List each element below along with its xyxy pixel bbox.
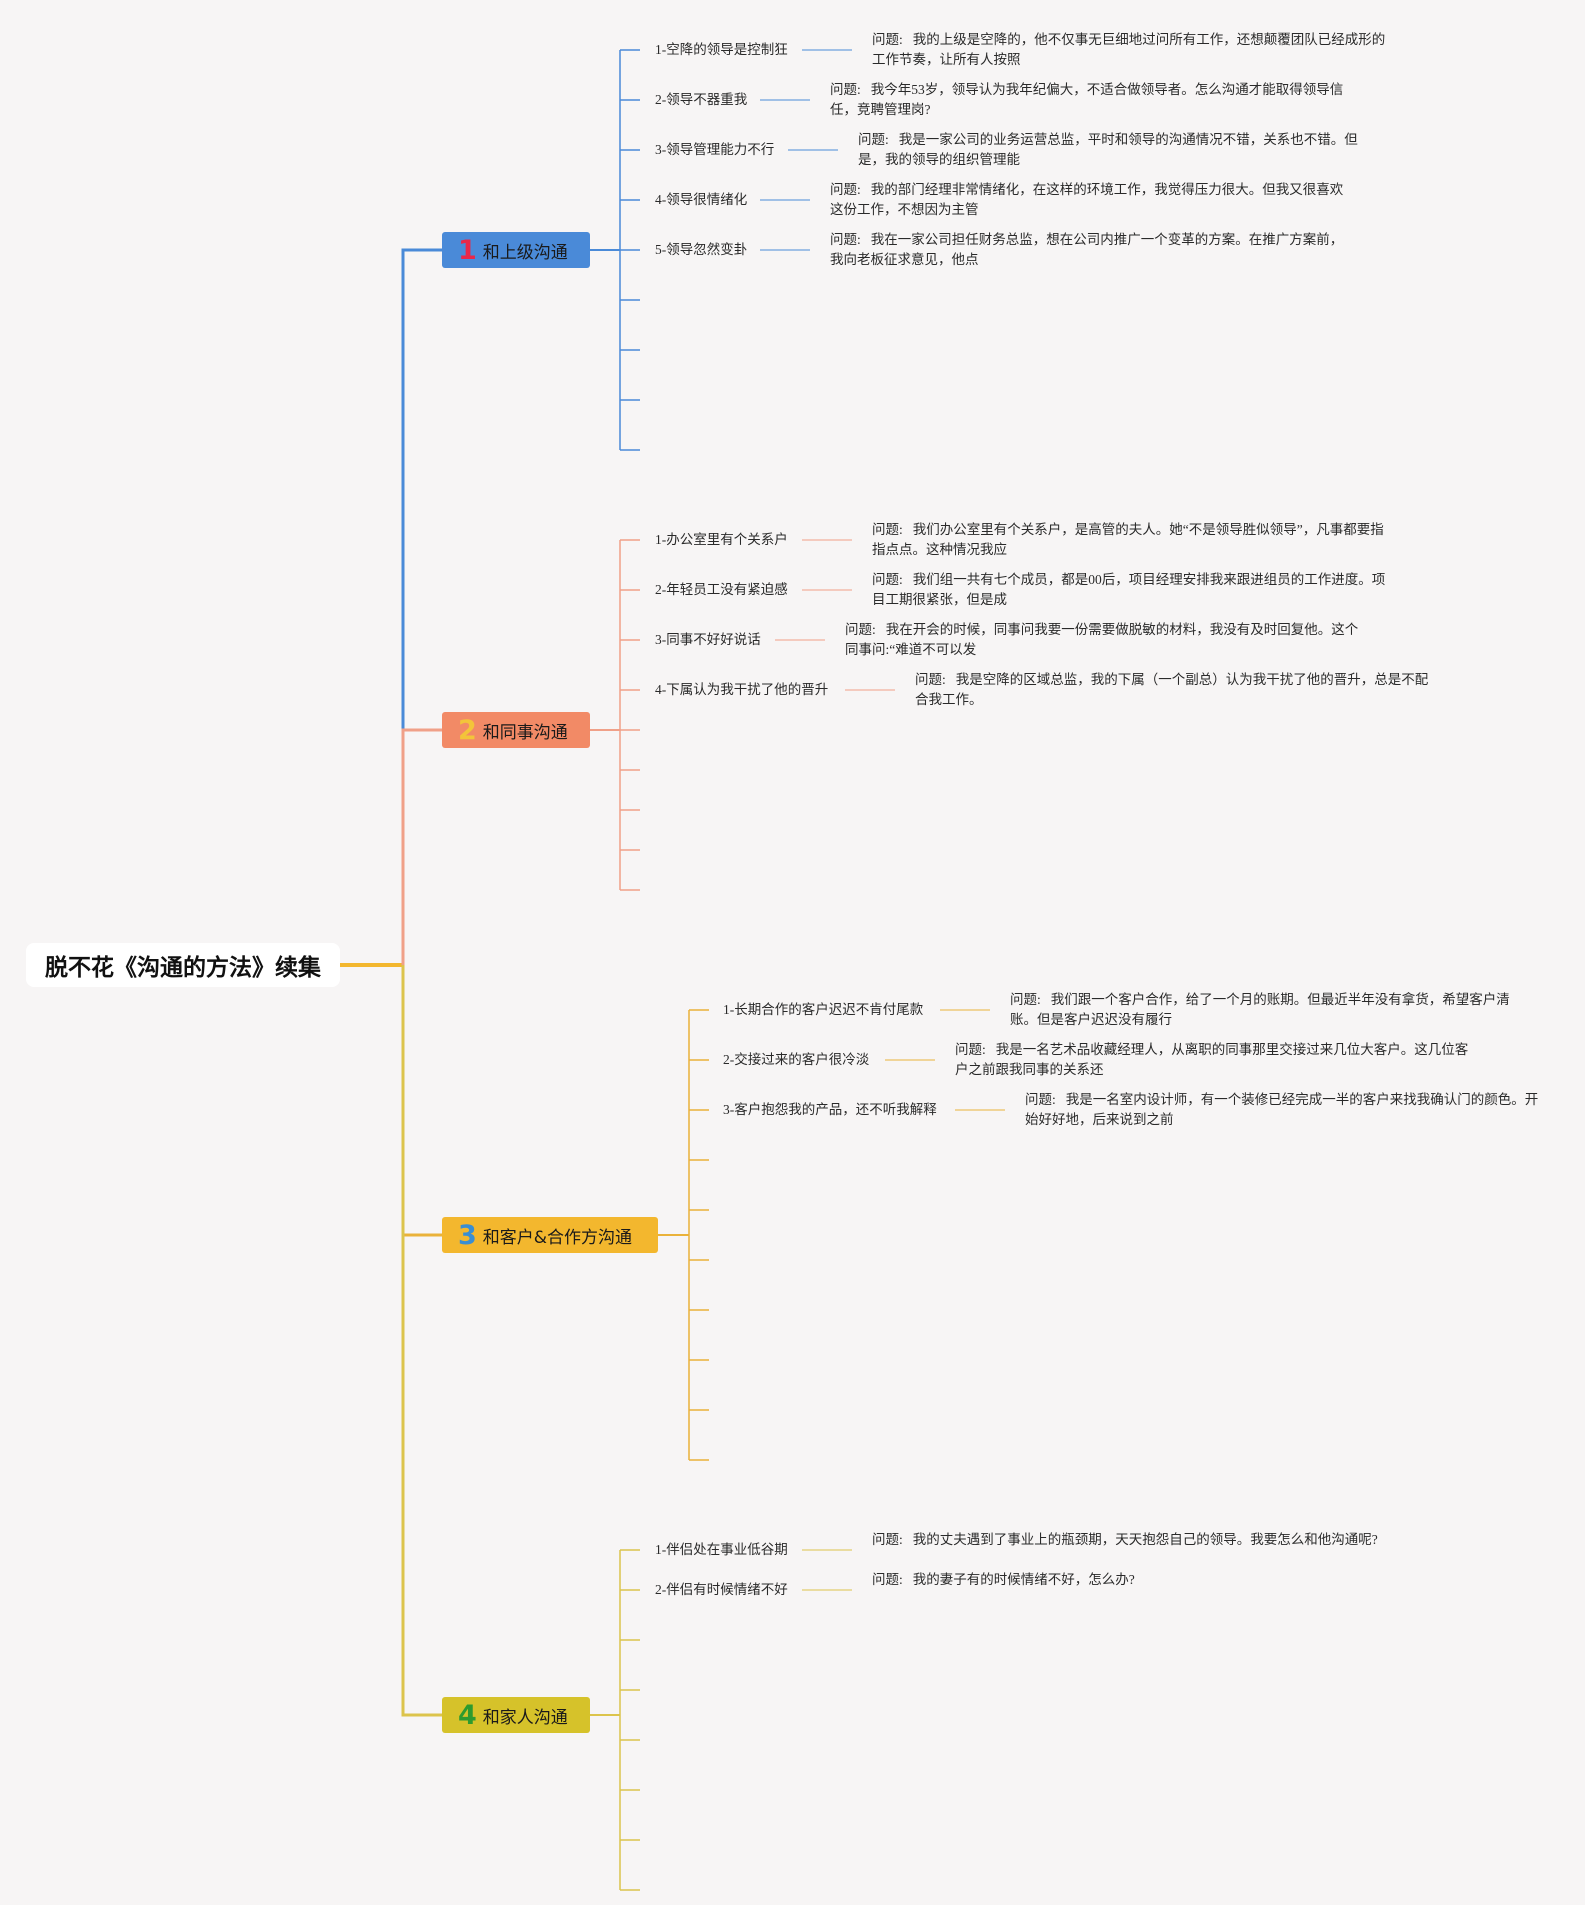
topic-description[interactable]: 问题:我是空降的区域总监，我的下属（一个副总）认为我干扰了他的晋升，总是不配合我… (915, 670, 1435, 710)
topic-description[interactable]: 问题:我们组一共有七个成员，都是00后，项目经理安排我来跟进组员的工作进度。项目… (872, 570, 1392, 610)
topic-description[interactable]: 问题: 我的妻子有的时候情绪不好，怎么办? (872, 1570, 1392, 1590)
description-text: 我的丈夫遇到了事业上的瓶颈期，天天抱怨自己的领导。我要怎么和他沟通呢? (912, 1532, 1378, 1547)
branch-number: 2 (458, 714, 477, 746)
description-label: 问题: (872, 1532, 903, 1547)
topic-item[interactable]: 2-伴侣有时候情绪不好 (655, 1582, 788, 1597)
topic-description[interactable]: 问题: 我的丈夫遇到了事业上的瓶颈期，天天抱怨自己的领导。我要怎么和他沟通呢? (872, 1530, 1392, 1550)
root-title: 脱不花《沟通的方法》续集 (45, 955, 321, 981)
description-text: 我的上级是空降的，他不仅事无巨细地过问所有工作，还想颠覆团队已经成形的工作节奏，… (872, 32, 1386, 67)
description-text: 我们跟一个客户合作，给了一个月的账期。但最近半年没有拿货，希望客户清账。但是客户… (1010, 992, 1510, 1027)
description-text: 我在一家公司担任财务总监，想在公司内推广一个变革的方案。在推广方案前，我向老板征… (830, 232, 1344, 267)
description-text: 我是一名艺术品收藏经理人，从离职的同事那里交接过来几位大客户。这几位客户之前跟我… (955, 1042, 1469, 1077)
topic-description[interactable]: 问题:我的上级是空降的，他不仅事无巨细地过问所有工作，还想颠覆团队已经成形的工作… (872, 30, 1392, 70)
topic-description[interactable]: 问题:我们办公室里有个关系户，是高管的夫人。她“不是领导胜似领导”，凡事都要指指… (872, 520, 1392, 560)
description-label: 问题: (830, 82, 861, 97)
topic-description[interactable]: 问题:我是一名艺术品收藏经理人，从离职的同事那里交接过来几位大客户。这几位客户之… (955, 1040, 1475, 1080)
topic-item[interactable]: 1-伴侣处在事业低谷期 (655, 1542, 788, 1557)
topic-description[interactable]: 问题:我是一家公司的业务运营总监，平时和领导的沟通情况不错，关系也不错。但是，我… (858, 130, 1378, 170)
branch-label: 和同事沟通 (482, 722, 568, 743)
topic-description[interactable]: 问题:我在开会的时候，同事问我要一份需要做脱敏的材料，我没有及时回复他。这个同事… (845, 620, 1365, 660)
description-text: 我的妻子有的时候情绪不好，怎么办? (912, 1572, 1135, 1587)
root-node[interactable]: 脱不花《沟通的方法》续集 (26, 943, 340, 987)
description-text: 我在开会的时候，同事问我要一份需要做脱敏的材料，我没有及时回复他。这个同事问:“… (845, 622, 1359, 657)
description-label: 问题: (872, 522, 903, 537)
description-label: 问题: (872, 1572, 903, 1587)
topic-item[interactable]: 1-空降的领导是控制狂 (655, 42, 788, 57)
description-label: 问题: (872, 572, 903, 587)
description-label: 问题: (845, 622, 876, 637)
description-label: 问题: (1025, 1092, 1056, 1107)
description-label: 问题: (830, 182, 861, 197)
topic-description[interactable]: 问题:我今年53岁，领导认为我年纪偏大，不适合做领导者。怎么沟通才能取得领导信任… (830, 80, 1350, 120)
description-text: 我们办公室里有个关系户，是高管的夫人。她“不是领导胜似领导”，凡事都要指指点点。… (872, 522, 1384, 557)
topic-item[interactable]: 3-领导管理能力不行 (655, 142, 775, 157)
description-label: 问题: (872, 32, 903, 47)
description-label: 问题: (915, 672, 946, 687)
topic-item[interactable]: 1-办公室里有个关系户 (655, 532, 788, 547)
topic-item[interactable]: 3-同事不好好说话 (655, 632, 761, 647)
branch-number: 4 (458, 1699, 477, 1731)
branch-label: 和客户&合作方沟通 (482, 1227, 633, 1248)
branch-label: 和上级沟通 (482, 242, 568, 263)
topic-item[interactable]: 5-领导忽然变卦 (655, 242, 748, 257)
description-text: 我是一名室内设计师，有一个装修已经完成一半的客户来找我确认门的颜色。开始好好地，… (1025, 1092, 1539, 1127)
description-text: 我们组一共有七个成员，都是00后，项目经理安排我来跟进组员的工作进度。项目工期很… (872, 572, 1386, 607)
description-text: 我的部门经理非常情绪化，在这样的环境工作，我觉得压力很大。但我又很喜欢这份工作，… (830, 182, 1344, 217)
topic-item[interactable]: 2-年轻员工没有紧迫感 (655, 582, 788, 597)
topic-item[interactable]: 2-交接过来的客户很冷淡 (723, 1052, 870, 1067)
topic-item[interactable]: 4-下属认为我干扰了他的晋升 (655, 682, 829, 697)
branch-label: 和家人沟通 (482, 1707, 568, 1728)
description-text: 我是一家公司的业务运营总监，平时和领导的沟通情况不错，关系也不错。但是，我的领导… (858, 132, 1358, 167)
description-label: 问题: (1010, 992, 1041, 1007)
topic-description[interactable]: 问题:我们跟一个客户合作，给了一个月的账期。但最近半年没有拿货，希望客户清账。但… (1010, 990, 1530, 1030)
topic-item[interactable]: 3-客户抱怨我的产品，还不听我解释 (723, 1102, 937, 1117)
topic-description[interactable]: 问题:我在一家公司担任财务总监，想在公司内推广一个变革的方案。在推广方案前，我向… (830, 230, 1350, 270)
description-text: 我今年53岁，领导认为我年纪偏大，不适合做领导者。怎么沟通才能取得领导信任，竞聘… (830, 82, 1344, 117)
description-text: 我是空降的区域总监，我的下属（一个副总）认为我干扰了他的晋升，总是不配合我工作。 (915, 672, 1429, 707)
topic-description[interactable]: 问题:我的部门经理非常情绪化，在这样的环境工作，我觉得压力很大。但我又很喜欢这份… (830, 180, 1350, 220)
topic-item[interactable]: 2-领导不器重我 (655, 92, 748, 107)
branch-number: 1 (458, 234, 477, 266)
topic-description[interactable]: 问题:我是一名室内设计师，有一个装修已经完成一半的客户来找我确认门的颜色。开始好… (1025, 1090, 1545, 1130)
description-label: 问题: (955, 1042, 986, 1057)
description-label: 问题: (830, 232, 861, 247)
topic-item[interactable]: 1-长期合作的客户迟迟不肯付尾款 (723, 1002, 924, 1017)
description-label: 问题: (858, 132, 889, 147)
topic-item[interactable]: 4-领导很情绪化 (655, 192, 748, 207)
branch-number: 3 (458, 1219, 477, 1251)
